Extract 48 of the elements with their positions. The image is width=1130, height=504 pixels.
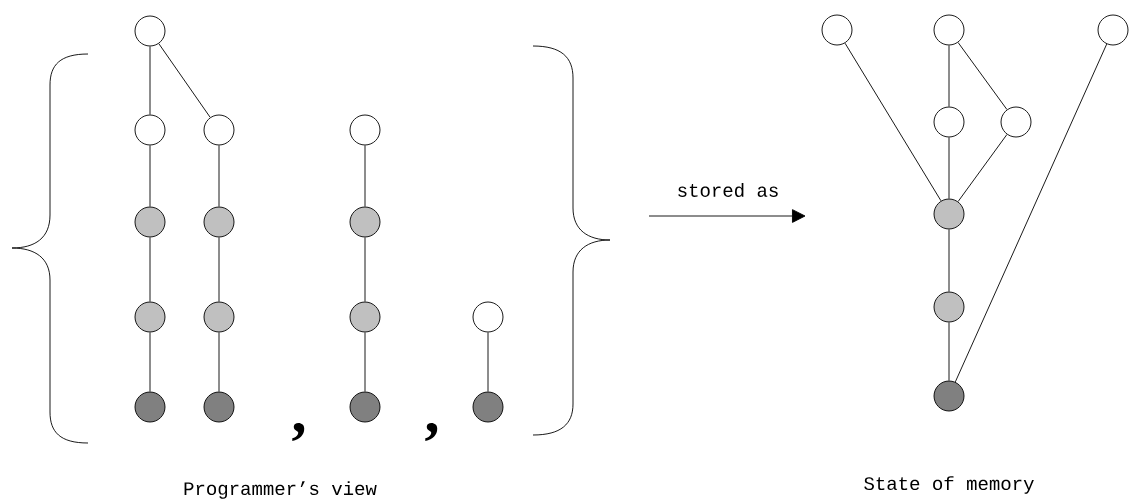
caption: Programmer’s view bbox=[184, 481, 377, 499]
tree-edge bbox=[954, 43, 1108, 383]
tree-node bbox=[933, 14, 965, 46]
tree-node bbox=[134, 301, 166, 333]
tree-edge bbox=[149, 46, 151, 115]
comma: , bbox=[292, 422, 305, 442]
tree-node bbox=[203, 206, 235, 238]
tree-node bbox=[472, 301, 504, 333]
tree-edge bbox=[364, 332, 366, 392]
tree-edge bbox=[957, 42, 1008, 110]
comma: , bbox=[425, 422, 438, 442]
tree-edge bbox=[957, 134, 1008, 202]
tree-node bbox=[472, 391, 504, 423]
tree-node bbox=[933, 198, 965, 230]
tree-node bbox=[821, 14, 853, 46]
tree-node bbox=[933, 380, 965, 412]
tree-edge bbox=[149, 145, 151, 207]
tree-edge bbox=[149, 332, 151, 392]
tree-edge bbox=[218, 237, 220, 302]
tree-edge bbox=[487, 332, 489, 392]
tree-node bbox=[134, 114, 166, 146]
tree-node bbox=[349, 114, 381, 146]
tree-edge bbox=[844, 42, 942, 202]
tree-node bbox=[203, 114, 235, 146]
tree-node bbox=[203, 301, 235, 333]
tree-edge bbox=[948, 322, 950, 381]
tree-node bbox=[933, 291, 965, 323]
tree-node bbox=[134, 391, 166, 423]
tree-node bbox=[203, 391, 235, 423]
tree-node bbox=[1000, 106, 1032, 138]
tree-edge bbox=[948, 137, 950, 199]
tree-node bbox=[349, 301, 381, 333]
tree-node bbox=[134, 15, 166, 47]
tree-edge bbox=[218, 332, 220, 392]
tree-edge bbox=[364, 145, 366, 207]
tree-node bbox=[349, 391, 381, 423]
tree-node bbox=[933, 106, 965, 138]
tree-edge bbox=[948, 229, 950, 292]
tree-edge bbox=[218, 145, 220, 207]
tree-edge bbox=[158, 43, 211, 118]
tree-node bbox=[134, 206, 166, 238]
tree-edge bbox=[149, 237, 151, 302]
tree-edge bbox=[948, 45, 950, 107]
tree-node bbox=[1097, 14, 1129, 46]
arrow-label: stored as bbox=[678, 183, 778, 197]
tree-edge bbox=[364, 237, 366, 302]
tree-node bbox=[349, 206, 381, 238]
caption: State of memory bbox=[864, 476, 1034, 494]
